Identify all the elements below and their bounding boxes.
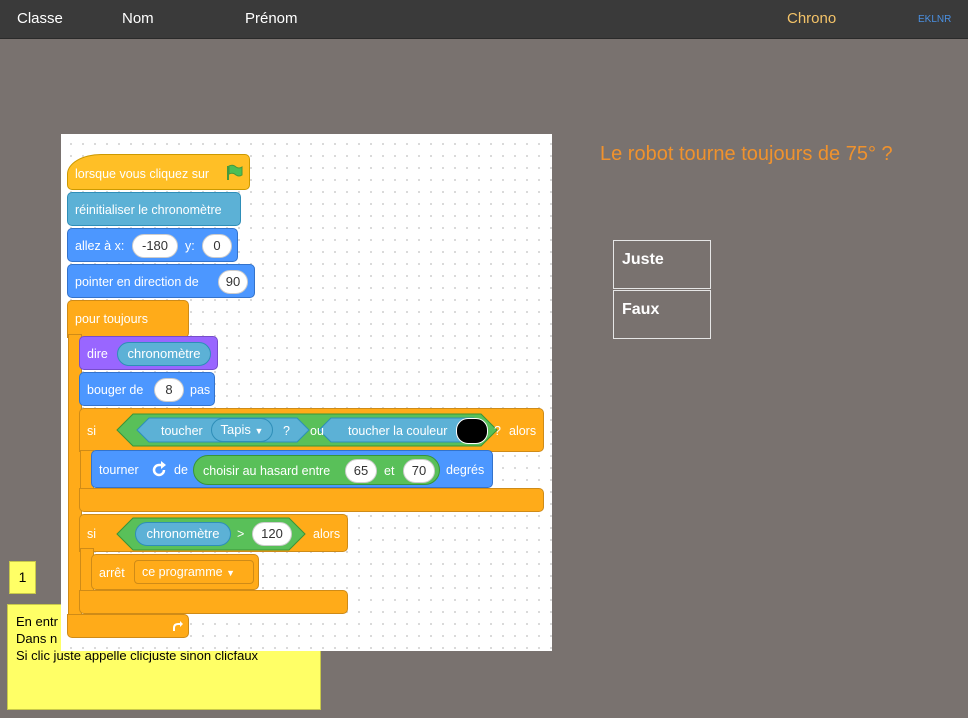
touch-question-mark: ? (283, 424, 290, 438)
timer-reporter: chronomètre (135, 522, 231, 546)
note-line-1: En entr (16, 614, 58, 629)
touch-label: toucher (161, 424, 203, 438)
if-touching-block: si toucher Tapis ▼ ? ou toucher la coule… (79, 408, 544, 452)
goto-y-label: y: (185, 239, 195, 253)
when-flag-clicked-block: lorsque vous cliquez sur (67, 154, 250, 190)
forever-block-bottom (67, 614, 189, 638)
nom-label: Nom (122, 10, 154, 27)
turn-label: tourner (99, 463, 139, 477)
touch-color-question-mark: ? (494, 424, 501, 438)
say-timer-reporter: chronomètre (117, 342, 211, 366)
point-direction-input: 90 (218, 270, 248, 294)
note-line-3: Si clic juste appelle clicjuste sinon cl… (16, 648, 259, 663)
if2-label: si (87, 527, 97, 541)
stop-option-dropdown: ce programme ▼ (134, 560, 254, 584)
stop-label: arrêt (99, 566, 125, 580)
if1-label: si (87, 424, 97, 438)
note-number: 1 (9, 561, 36, 594)
goto-x-input: -180 (132, 234, 178, 258)
turn-right-block: tourner de choisir au hasard entre 65 et… (91, 450, 493, 488)
reset-timer-label: réinitialiser le chronomètre (75, 203, 222, 217)
move-steps-block: bouger de 8 pas (79, 372, 215, 406)
forever-block: pour toujours (67, 300, 189, 338)
hat-label: lorsque vous cliquez sur (75, 167, 210, 181)
goto-label: allez à x: (75, 239, 125, 253)
juste-button[interactable]: Juste (613, 240, 711, 289)
or-label: ou (310, 424, 324, 438)
prenom-label: Prénom (245, 10, 298, 27)
reset-timer-block: réinitialiser le chronomètre (67, 192, 241, 226)
say-block: dire chronomètre (79, 336, 218, 370)
turn-right-icon (152, 461, 166, 477)
code-link[interactable]: EKLNR (918, 14, 952, 25)
random-max-input: 70 (403, 459, 435, 483)
faux-button[interactable]: Faux (613, 290, 711, 339)
degrees-label: degrés (446, 463, 485, 477)
touch-object-dropdown: Tapis ▼ (211, 418, 273, 442)
say-label: dire (87, 347, 108, 361)
go-to-xy-block: allez à x: -180 y: 0 (67, 228, 238, 262)
dropdown-caret-icon: ▼ (226, 568, 235, 578)
move-label: bouger de (87, 383, 144, 397)
touch-color-label: toucher la couleur (348, 424, 448, 438)
top-bar: Classe Nom Prénom Chrono EKLNR (0, 0, 968, 39)
random-min-input: 65 (345, 459, 377, 483)
if-timer-block: si chronomètre > 120 alors (79, 514, 348, 552)
green-flag-icon (227, 164, 243, 180)
random-label: choisir au hasard entre (203, 464, 331, 478)
point-label: pointer en direction de (75, 275, 199, 289)
if1-bottom (79, 488, 544, 512)
goto-y-input: 0 (202, 234, 232, 258)
loop-arrow-icon (173, 621, 183, 631)
turn-de-label: de (174, 463, 188, 477)
then2-label: alors (313, 527, 341, 541)
move-steps-input: 8 (154, 378, 184, 402)
question-text: Le robot tourne toujours de 75° ? (600, 143, 893, 165)
stop-option-value: ce programme (142, 565, 223, 579)
random-and-label: et (384, 464, 395, 478)
move-unit-label: pas (190, 383, 211, 397)
chrono-label: Chrono (787, 10, 837, 27)
threshold-input: 120 (252, 522, 292, 546)
classe-label: Classe (17, 10, 63, 27)
note-line-2: Dans n (16, 631, 58, 646)
stop-block: arrêt ce programme ▼ (91, 554, 259, 590)
color-swatch (456, 418, 488, 444)
point-in-direction-block: pointer en direction de 90 (67, 264, 255, 298)
pick-random-block: choisir au hasard entre 65 et 70 (193, 455, 440, 485)
touch-object-value: Tapis (220, 422, 251, 437)
forever-label: pour toujours (75, 312, 148, 326)
if2-bottom (79, 590, 348, 614)
then1-label: alors (509, 424, 537, 438)
dropdown-caret-icon: ▼ (254, 426, 264, 436)
scratch-script-image: lorsque vous cliquez sur réinitialiser l… (61, 134, 552, 651)
greater-than-label: > (237, 527, 245, 541)
